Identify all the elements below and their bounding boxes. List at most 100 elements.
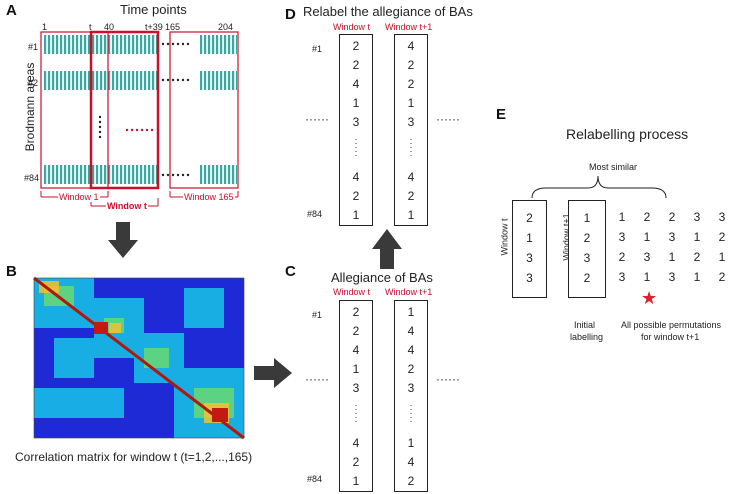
tick-1: 1 xyxy=(42,22,48,32)
correlation-matrix xyxy=(33,276,245,440)
arrow-down-a-b xyxy=(108,222,138,258)
perm-cell: 3 xyxy=(718,210,726,224)
perm-cell: 1 xyxy=(693,270,701,284)
value: 1 xyxy=(407,208,415,222)
value: 4 xyxy=(352,77,360,91)
vertical-dots: ····· xyxy=(354,400,358,426)
value: 1 xyxy=(352,208,360,222)
perm-cell: 2 xyxy=(643,210,651,224)
panel-e-window-t-column: 2 1 3 3 xyxy=(512,200,547,298)
value: 4 xyxy=(407,170,415,184)
value: 1 xyxy=(407,96,415,110)
star-icon: ★ xyxy=(641,288,658,308)
perm-cell: 2 xyxy=(718,230,726,244)
tick-t: t xyxy=(89,22,92,32)
value: 3 xyxy=(407,381,415,395)
panel-label-d: D xyxy=(285,6,296,23)
value: 1 xyxy=(352,474,360,488)
panel-c-row-84: #84 xyxy=(307,474,323,484)
value: 4 xyxy=(407,455,415,469)
value: 4 xyxy=(352,436,360,450)
perm-cell: 1 xyxy=(643,230,651,244)
panel-d-title: Relabel the allegiance of BAs xyxy=(303,4,473,19)
window-t-label: Window t xyxy=(106,201,148,211)
panel-e-initial-column: 1 2 3 2 xyxy=(568,200,606,298)
panel-c-col-t: Window t xyxy=(333,287,371,297)
window-1-box xyxy=(40,31,109,189)
tick-204: 204 xyxy=(218,22,234,32)
vertical-dots: ····· xyxy=(354,134,358,160)
value: 2 xyxy=(352,189,360,203)
value: 2 xyxy=(583,231,591,245)
vertical-dots: ····· xyxy=(409,400,413,426)
window-165-box xyxy=(169,31,239,189)
perm-cell: 1 xyxy=(718,250,726,264)
value: 2 xyxy=(352,305,360,319)
most-similar-brace xyxy=(531,175,667,199)
panel-d-col-t: Window t xyxy=(333,22,371,32)
window-1-label: Window 1 xyxy=(58,192,100,202)
value: 3 xyxy=(526,271,533,285)
value: 3 xyxy=(583,251,591,265)
value: 1 xyxy=(352,96,360,110)
panel-c-title: Allegiance of BAs xyxy=(331,270,433,285)
initial-labelling-line2: labelling xyxy=(570,332,604,342)
perm-cell: 2 xyxy=(668,210,676,224)
value: 1 xyxy=(407,436,415,450)
correlation-caption: Correlation matrix for window t (t=1,2,.… xyxy=(15,450,253,464)
arrow-right-b-c xyxy=(254,358,292,388)
value: 2 xyxy=(407,77,415,91)
value: 3 xyxy=(407,115,415,129)
value: 3 xyxy=(352,115,360,129)
panel-d-left-dots: ······ xyxy=(305,112,329,126)
perm-cell: 2 xyxy=(618,250,626,264)
tick-40: 40 xyxy=(104,22,115,32)
perm-cell: 1 xyxy=(643,270,651,284)
value: 4 xyxy=(352,170,360,184)
panel-d-right-dots: ······ xyxy=(436,112,460,126)
value: 2 xyxy=(407,58,415,72)
value: 3 xyxy=(352,381,360,395)
teal-bars xyxy=(43,35,237,184)
permutations-label-line1: All possible permutations xyxy=(621,320,722,330)
panel-e-title: Relabelling process xyxy=(566,126,689,142)
perm-cell: 1 xyxy=(618,210,626,224)
value: 1 xyxy=(526,231,533,245)
most-similar-label: Most similar xyxy=(589,162,638,172)
value: 2 xyxy=(407,189,415,203)
window-t-side-label: Window t xyxy=(499,218,510,256)
perm-cell: 3 xyxy=(668,230,676,244)
vertical-dots: ····· xyxy=(409,134,413,160)
value: 2 xyxy=(407,474,415,488)
row-label-1: #1 xyxy=(28,42,39,52)
value: 1 xyxy=(583,211,591,225)
value: 2 xyxy=(526,211,533,225)
value: 1 xyxy=(407,305,415,319)
panel-c-left-dots: ······ xyxy=(305,372,329,386)
value: 2 xyxy=(583,271,591,285)
perm-cell: 3 xyxy=(618,270,626,284)
panel-a-title: Time points xyxy=(120,2,187,17)
perm-cell: 3 xyxy=(668,270,676,284)
window-t-box xyxy=(89,30,160,190)
value: 2 xyxy=(352,455,360,469)
value: 4 xyxy=(407,324,415,338)
panel-c-window-t-column: 2 2 4 1 3 ····· 4 2 1 xyxy=(339,300,373,492)
arrow-up-c-d xyxy=(372,229,402,269)
window-165-label: Window 165 xyxy=(183,192,235,202)
panel-c-window-t1-column: 1 4 4 2 3 ····· 1 4 2 xyxy=(394,300,428,492)
tick-165: 165 xyxy=(165,22,181,32)
perm-cell: 1 xyxy=(668,250,676,264)
row-label-84: #84 xyxy=(24,173,40,183)
value: 2 xyxy=(352,39,360,53)
continuation-dots xyxy=(98,42,190,177)
perm-cell: 1 xyxy=(693,230,701,244)
perm-cell: 2 xyxy=(693,250,701,264)
perm-cell: 3 xyxy=(693,210,701,224)
value: 4 xyxy=(352,343,360,357)
panel-label-b: B xyxy=(6,263,17,280)
value: 3 xyxy=(526,251,533,265)
value: 2 xyxy=(352,58,360,72)
perm-cell: 3 xyxy=(643,250,651,264)
panel-c-row-1: #1 xyxy=(312,310,323,320)
